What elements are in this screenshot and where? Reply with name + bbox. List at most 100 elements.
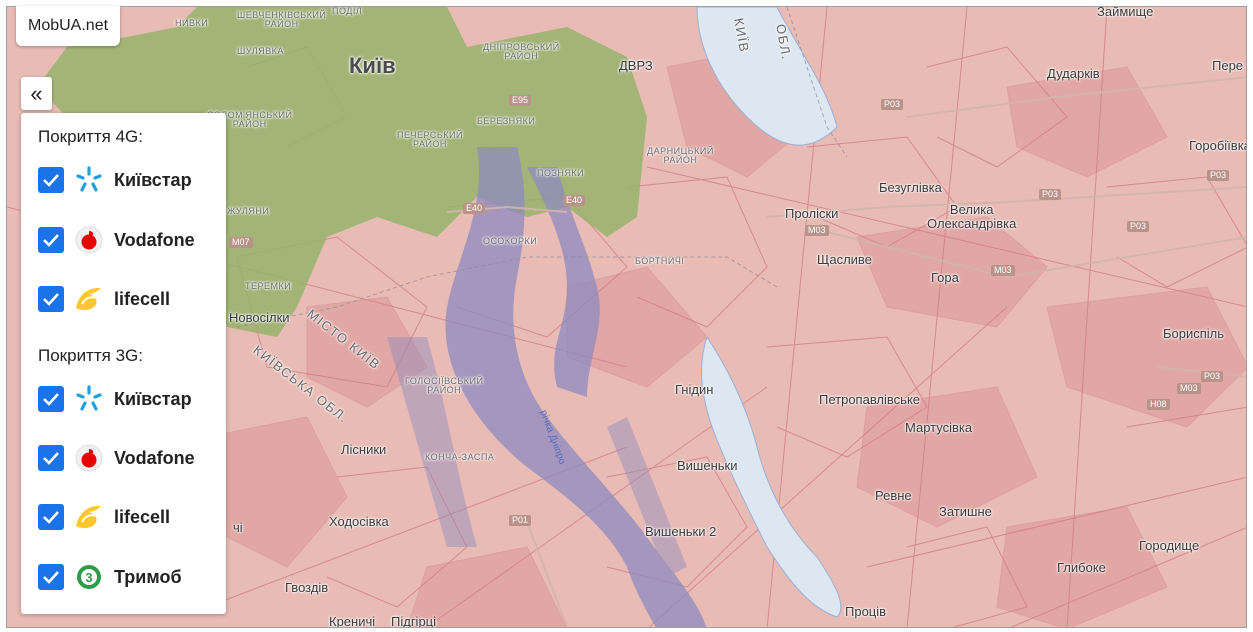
section-title-4g: Покриття 4G: <box>38 127 143 146</box>
label-darnytskyi: ДАРНИЦЬКИЙ РАЙОН <box>647 146 714 166</box>
label-hora: Гора <box>931 270 959 285</box>
checkbox-4g-kyivstar[interactable] <box>38 167 64 193</box>
toggle-3g-kyivstar[interactable]: Київстар <box>38 383 192 415</box>
label-lisnyky: Лісники <box>341 442 387 457</box>
coverage-legend-panel: Покриття 4G: Київстар <box>21 113 226 614</box>
label-khodosivka: Ходосівка <box>329 514 389 529</box>
label-pecherskyi: ПЕЧЕРСЬКИЙ РАЙОН <box>397 130 463 150</box>
label-martusivka: Мартусівка <box>905 420 973 435</box>
operator-label: Тримоб <box>114 566 182 587</box>
label-podil: ПОДІЛ <box>332 6 363 16</box>
checkbox-3g-vodafone[interactable] <box>38 445 64 471</box>
label-shchaslyve: Щасливе <box>817 252 872 267</box>
check-icon <box>43 174 59 187</box>
trymob-logo-icon: 3 <box>73 561 105 593</box>
river-dnipro <box>387 147 707 627</box>
label-bereziaky: БЕРЕЗНЯКИ <box>477 116 536 126</box>
checkbox-4g-vodafone[interactable] <box>38 227 64 253</box>
toggle-4g-kyivstar[interactable]: Київстар <box>38 164 192 196</box>
label-vyshenky: Вишеньки <box>677 458 738 473</box>
operator-label: lifecell <box>114 288 171 309</box>
label-hlyboke: Глибоке <box>1057 560 1106 575</box>
vodafone-logo-icon <box>73 224 105 256</box>
road-shield-e40: E40 <box>463 203 486 214</box>
road-shield-p03b: P03 <box>1039 189 1062 200</box>
label-kyiv: Київ <box>349 53 396 78</box>
label-nyvky: НИВКИ <box>175 18 209 28</box>
label-protsiv: Проців <box>845 604 887 619</box>
label-vyshenky2: Вишеньки 2 <box>645 524 717 539</box>
label-bortnychi: БОРТНИЧІ <box>635 256 685 266</box>
road-shield-m03c: M03 <box>1177 383 1201 394</box>
collapse-panel-button[interactable]: « <box>21 77 52 110</box>
label-pidhirtsi: Підгірці <box>391 614 437 628</box>
check-icon <box>43 571 59 584</box>
svg-text:3: 3 <box>85 570 92 585</box>
check-icon <box>43 393 59 406</box>
brand-tab[interactable]: MobUA.net <box>16 6 121 46</box>
label-solomianskyi: СОЛОМ'ЯНСЬКИЙ РАЙОН <box>207 110 293 130</box>
brand-label: MobUA.net <box>28 17 109 34</box>
lifecell-logo-icon <box>73 501 105 533</box>
label-dudarkiv: Дударків <box>1047 66 1100 81</box>
label-osokorky: ОСОКОРКИ <box>483 236 538 246</box>
label-boryspil: Бориспіль <box>1163 326 1225 341</box>
toggle-3g-vodafone[interactable]: Vodafone <box>38 442 195 474</box>
road-shield-p01: P01 <box>509 515 532 526</box>
label-velyka-oleksandrivka: Велика Олександрівка <box>927 202 1017 232</box>
toggle-3g-lifecell[interactable]: lifecell <box>38 501 170 533</box>
label-zatyshne: Затишне <box>939 504 992 519</box>
checkbox-3g-kyivstar[interactable] <box>38 386 64 412</box>
toggle-4g-lifecell[interactable]: lifecell <box>38 283 170 315</box>
section-title-3g: Покриття 3G: <box>38 346 143 365</box>
road-shield-p03c: P03 <box>1207 170 1230 181</box>
road-shield-p03a: P03 <box>881 99 904 110</box>
label-proliski: Проліски <box>785 206 839 221</box>
lakes <box>696 7 842 618</box>
label-koncha-zaspa: КОНЧА-ЗАСПА <box>425 452 495 462</box>
road-shield-e40b: E40 <box>563 195 586 206</box>
label-zhuliany: ЖУЛЯНИ <box>227 206 270 216</box>
roads <box>446 76 1246 627</box>
label-revne: Ревне <box>875 488 912 503</box>
operator-label: lifecell <box>114 506 171 527</box>
checkbox-4g-lifecell[interactable] <box>38 286 64 312</box>
road-shield-p03e: P03 <box>1127 221 1150 232</box>
label-hvozdiv: Гвоздів <box>285 580 329 595</box>
label-horodyshche: Городище <box>1139 538 1200 553</box>
road-shield-m03a: M03 <box>805 225 829 236</box>
checkbox-3g-trymob[interactable] <box>38 564 64 590</box>
checkbox-3g-lifecell[interactable] <box>38 504 64 530</box>
label-novosilky: Новосілки <box>229 310 290 325</box>
road-shield-p03d: P03 <box>1201 371 1224 382</box>
double-chevron-left-icon: « <box>30 80 43 106</box>
label-chi: чі <box>233 520 243 535</box>
operator-label: Vodafone <box>114 229 195 250</box>
operator-label: Київстар <box>114 169 192 190</box>
toggle-4g-vodafone[interactable]: Vodafone <box>38 224 195 256</box>
label-teremky: ТЕРЕМКИ <box>245 281 292 291</box>
label-shuliavka: ШУЛЯВКА <box>237 46 284 56</box>
label-petropavlivske: Петропавлівське <box>819 392 921 407</box>
label-holosiivskyi: ГОЛОСІЇВСЬКИЙ РАЙОН <box>405 376 484 396</box>
check-icon <box>43 234 59 247</box>
admin-boundary <box>236 7 848 328</box>
road-shield-m03b: M03 <box>991 265 1015 276</box>
label-hnidyn: Гнідин <box>675 382 714 397</box>
label-dniprovskyi: ДНІПРОВСЬКИЙ РАЙОН <box>483 42 560 62</box>
toggle-3g-trymob[interactable]: 3 Тримоб <box>38 561 182 593</box>
lifecell-logo-icon <box>73 283 105 315</box>
label-horobiivka: Горобіївка <box>1189 138 1247 153</box>
road-shield-e95: E95 <box>509 95 532 106</box>
kyivstar-logo-icon <box>73 383 105 415</box>
kyivstar-logo-icon <box>73 164 105 196</box>
label-dvrz: ДВРЗ <box>619 58 653 73</box>
label-bezuhlivka: Безуглівка <box>879 180 942 195</box>
label-pozniaky: ПОЗНЯКИ <box>537 168 585 178</box>
operator-label: Київстар <box>114 388 192 409</box>
vodafone-logo-icon <box>73 442 105 474</box>
check-icon <box>43 293 59 306</box>
label-shevchenkivskyi: ШЕВЧЕНКІВСЬКИЙ РАЙОН <box>237 10 327 30</box>
check-icon <box>43 452 59 465</box>
road-shield-h08: H08 <box>1147 399 1170 410</box>
